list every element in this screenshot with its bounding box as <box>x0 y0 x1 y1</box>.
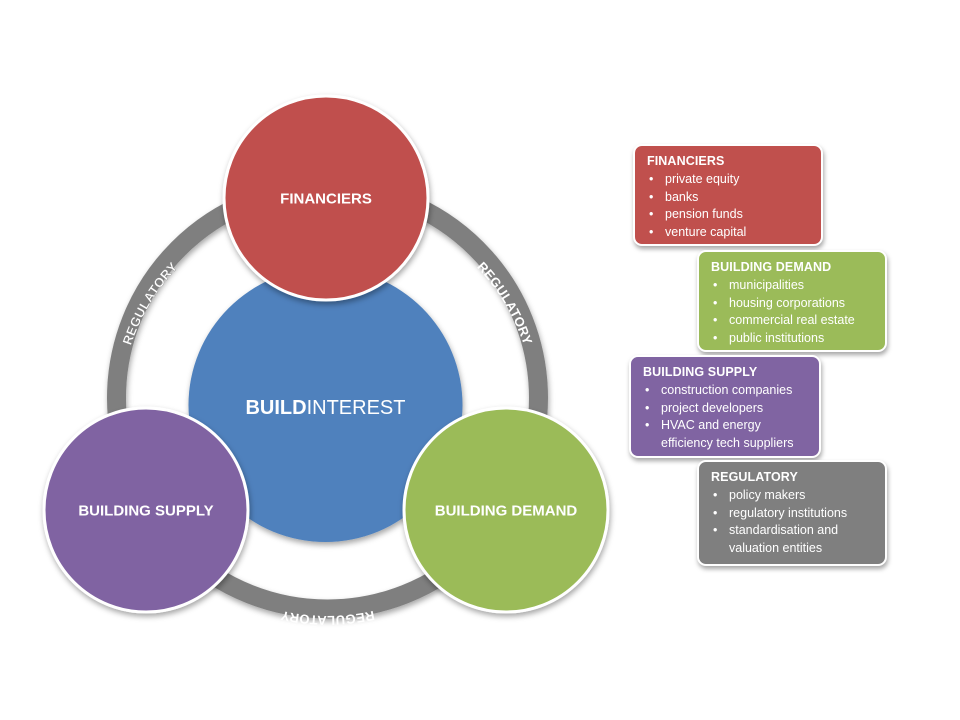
financiers-circle <box>222 94 430 302</box>
building-demand-circle <box>402 406 610 614</box>
legend-list-building-demand: municipalities housing corporations comm… <box>711 277 875 347</box>
ring-label-bottom: REGULATORY <box>279 608 376 628</box>
legend-item: regulatory institutions <box>711 505 875 523</box>
legend-item: policy makers <box>711 487 875 505</box>
legend-item: municipalities <box>711 277 875 295</box>
legend-box-financiers: FINANCIERS private equity banks pension … <box>633 144 823 246</box>
legend-item: project developers <box>643 400 809 418</box>
building-supply-circle <box>42 406 250 614</box>
legend-item: pension funds <box>647 206 811 224</box>
building-supply-label: BUILDING SUPPLY <box>78 503 213 520</box>
legend-item: construction companies <box>643 382 809 400</box>
legend-box-regulatory: REGULATORY policy makers regulatory inst… <box>697 460 887 566</box>
legend-box-building-demand: BUILDING DEMAND municipalities housing c… <box>697 250 887 352</box>
legend-title-financiers: FINANCIERS <box>647 154 725 168</box>
legend-list-building-supply: construction companies project developer… <box>643 382 809 452</box>
legend-title-building-demand: BUILDING DEMAND <box>711 260 832 274</box>
legend-list-financiers: private equity banks pension funds ventu… <box>647 171 811 241</box>
legend-item: public institutions <box>711 330 875 348</box>
legend-item: venture capital <box>647 224 811 242</box>
legend-item: banks <box>647 189 811 207</box>
building-demand-label: BUILDING DEMAND <box>435 503 578 520</box>
legend-item: commercial real estate <box>711 312 875 330</box>
center-label: BUILDINTEREST <box>245 397 405 419</box>
legend-item: HVAC and energy efficiency tech supplier… <box>643 417 809 452</box>
legend-item: standardisation and valuation entities <box>711 522 875 557</box>
center-circle <box>188 268 463 542</box>
legend-title-building-supply: BUILDING SUPPLY <box>643 365 758 379</box>
legend-item: private equity <box>647 171 811 189</box>
legend-list-regulatory: policy makers regulatory institutions st… <box>711 487 875 557</box>
financiers-label: FINANCIERS <box>280 191 372 208</box>
legend-title-regulatory: REGULATORY <box>711 470 798 484</box>
legend-item: housing corporations <box>711 295 875 313</box>
legend-box-building-supply: BUILDING SUPPLY construction companies p… <box>629 355 821 458</box>
